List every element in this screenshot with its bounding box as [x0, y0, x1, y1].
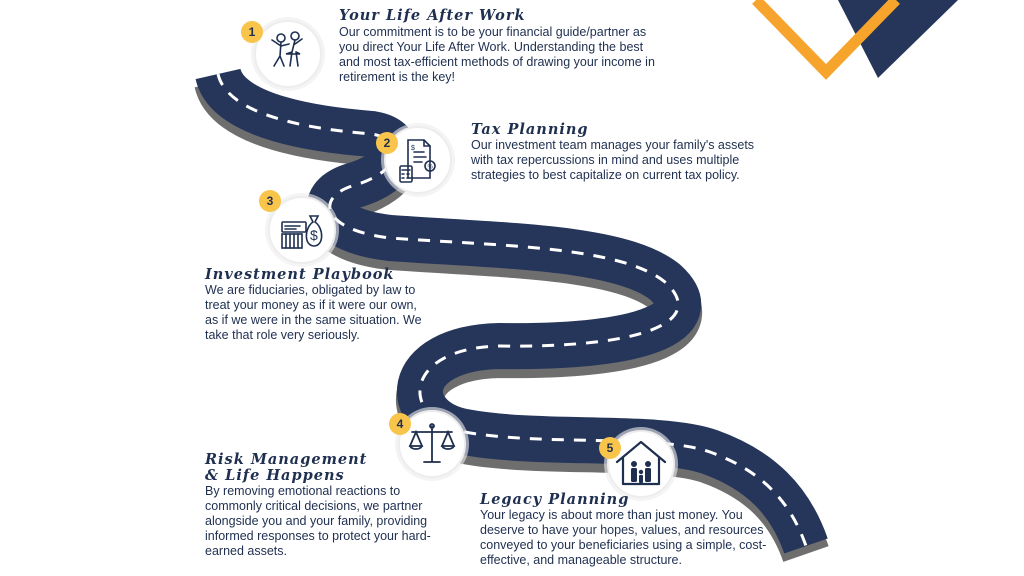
- orange-chevron-shape: [752, 0, 900, 80]
- couple-dancing-icon: [271, 31, 303, 67]
- money-bag-icon: $: [281, 215, 323, 249]
- step-5-description: Your legacy is about more than just mone…: [480, 508, 767, 567]
- step-2-number-badge: 2: [376, 132, 398, 154]
- navy-chevron-shape: [838, 0, 958, 78]
- step-4-description: By removing emotional reactions to commo…: [205, 484, 431, 558]
- family-house-icon: [615, 440, 667, 486]
- step-1-description: Our commitment is to be your financial g…: [339, 25, 655, 84]
- svg-text:$: $: [310, 227, 318, 243]
- step-2-title: Tax Planning: [471, 121, 589, 138]
- step-4-title-line-2: & Life Happens: [205, 467, 345, 484]
- svg-text:%: %: [428, 165, 434, 171]
- step-1-icon-circle: [254, 20, 322, 88]
- step-2-description: Our investment team manages your family'…: [471, 138, 755, 182]
- step-4-title-line-1: Risk Management: [205, 451, 368, 468]
- step-1-number-badge: 1: [241, 21, 263, 43]
- tax-document-icon: $ %: [399, 139, 436, 183]
- step-1-title: Your Life After Work: [339, 7, 526, 24]
- step-3-number-badge: 3: [259, 190, 281, 212]
- scales-icon: [408, 423, 456, 463]
- step-3-icon-circle: $: [268, 196, 336, 264]
- step-4-number-badge: 4: [389, 413, 411, 435]
- svg-text:$: $: [411, 145, 415, 152]
- step-3-description: We are fiduciaries, obligated by law to …: [205, 283, 422, 342]
- step-5-title: Legacy Planning: [480, 491, 630, 508]
- step-5-number-badge: 5: [599, 437, 621, 459]
- step-3-title: Investment Playbook: [205, 266, 395, 283]
